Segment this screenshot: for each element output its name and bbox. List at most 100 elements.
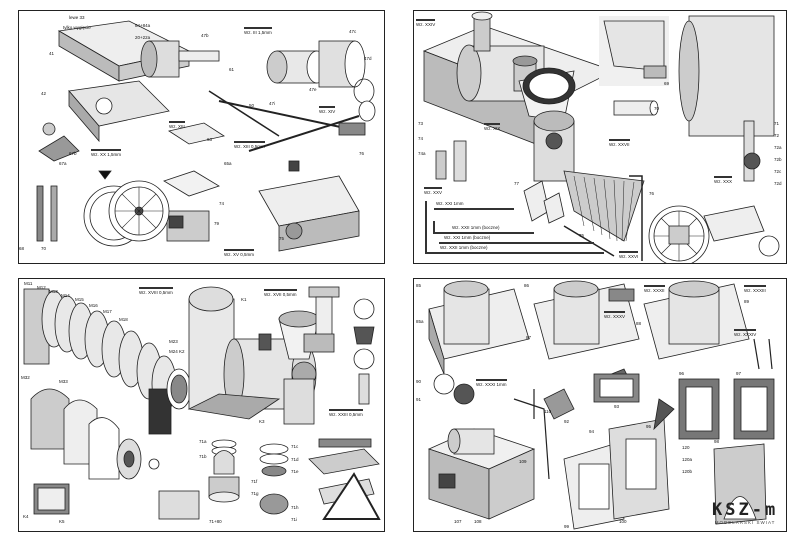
part-label: 99 xyxy=(564,524,570,529)
wire-label: Wz. XIII xyxy=(169,121,185,129)
part-label: 74 xyxy=(418,136,424,141)
part-label: 91 xyxy=(416,397,422,402)
part-label: 71a xyxy=(199,439,207,444)
note-label: lewe 33 xyxy=(69,15,85,20)
part-label: 72c xyxy=(774,169,782,174)
part-label: K2 xyxy=(179,349,185,354)
part-label: 67a xyxy=(59,161,67,166)
part-label: M11 xyxy=(24,281,33,286)
part-label: 93 xyxy=(614,404,620,409)
part-label: M32 xyxy=(21,375,30,380)
part-label: 71d xyxy=(291,457,299,462)
part-label: 120 xyxy=(682,445,690,450)
part-label: 72d xyxy=(774,181,782,186)
wire-label: Wz. XXV xyxy=(424,187,443,195)
wire-label: Wz. XX 1,5mm xyxy=(91,149,122,157)
wire-label: Wz. XXII 1mm (boczne) xyxy=(452,225,500,230)
part-label: 87 xyxy=(526,335,532,340)
part-label: 61 xyxy=(229,67,235,72)
part-label: 42 xyxy=(41,91,47,96)
frame-and-cylinders-drawing xyxy=(36,20,376,252)
part-label: 72a xyxy=(774,145,782,150)
logo-text: KSZ-m xyxy=(712,500,779,520)
part-label: 70 xyxy=(654,106,660,111)
panel-cab-and-tender: 85 85a 86 87 88 89 90 91 92 93 94 95 96 … xyxy=(413,278,787,532)
wire-label: Wz. XXXIV xyxy=(734,329,757,337)
panel-frame-and-cylinders: lewe 33 tylko wygięcie 84+84a 20+22a 41 … xyxy=(18,10,385,264)
part-label: 94 xyxy=(589,429,595,434)
part-label: 47d xyxy=(364,56,372,61)
part-label: 76 xyxy=(359,151,365,156)
part-label: 67b xyxy=(69,151,77,156)
part-label: 110 xyxy=(544,409,552,414)
part-label: M16 xyxy=(89,303,98,308)
boiler-rings-drawing xyxy=(23,286,381,520)
part-label: 71i xyxy=(291,517,298,522)
wire-label: Wz. XXII 1mm (boczne) xyxy=(440,245,488,250)
part-label: M13 xyxy=(49,289,58,294)
part-label: 75 xyxy=(279,236,285,241)
part-label: 84+84a xyxy=(135,23,151,28)
wire-label: Wz. XXXIII xyxy=(744,285,766,293)
part-label: K3 xyxy=(259,419,265,424)
wire-label: Wz. XXIV xyxy=(416,19,436,27)
part-label: 74 xyxy=(219,201,225,206)
part-label: 70 xyxy=(41,246,47,251)
part-label: 65a xyxy=(224,161,232,166)
part-label: 63 xyxy=(207,137,213,142)
logo-subtitle: MODELARSKI ŚWIAT xyxy=(714,520,776,525)
part-label: 47e xyxy=(309,87,317,92)
part-label: 47i xyxy=(269,101,276,106)
wire-label: Wz. XV 0,5mm xyxy=(224,249,255,257)
note-label: tylko wygięcie xyxy=(63,25,91,30)
part-label: M33 xyxy=(59,379,68,384)
part-label: M14 xyxy=(61,293,70,298)
wire-label: Wz. XXI 1mm xyxy=(436,201,464,206)
part-label: K5 xyxy=(59,519,65,524)
part-label: 108 xyxy=(474,519,482,524)
boiler-and-front-drawing xyxy=(422,11,780,263)
part-label: 89 xyxy=(744,299,750,304)
part-label: 86 xyxy=(524,283,530,288)
brand-logo: KSZ-m MODELARSKI ŚWIAT xyxy=(712,500,778,525)
part-label: 71f xyxy=(251,479,258,484)
part-label: M12 xyxy=(37,285,46,290)
part-label: 98 xyxy=(714,439,720,444)
part-label: 90 xyxy=(416,379,422,384)
part-label: 71c xyxy=(291,444,299,449)
part-label: 76 xyxy=(649,191,655,196)
wire-label: Wz. XVIII 0,5mm xyxy=(139,287,173,295)
part-label: 71h xyxy=(291,505,299,510)
part-label: 100 xyxy=(619,519,627,524)
part-label: 96 xyxy=(679,371,685,376)
part-label: 85a xyxy=(416,319,424,324)
part-label: M18 xyxy=(119,317,128,322)
wire-label: Wz. XXVI xyxy=(619,251,639,259)
wire-label: Wz. XXXII xyxy=(644,285,665,293)
part-label: 47b xyxy=(201,33,209,38)
wire-label: Wz. XXXI 1mm xyxy=(476,379,507,387)
part-label: K1 xyxy=(241,297,247,302)
part-label: 109 xyxy=(519,459,527,464)
part-label: 50 xyxy=(249,103,255,108)
wire-label: Wz. XXI 1mm (boczne) xyxy=(444,235,491,240)
part-label: M24 xyxy=(169,349,178,354)
panel-boiler-rings-and-smokestack: M11 M12 M13 M14 M15 M16 M17 M18 M23 M24 … xyxy=(18,278,385,532)
part-label: M17 xyxy=(103,309,112,314)
part-label: K4 xyxy=(23,514,29,519)
part-label: M23 xyxy=(169,339,178,344)
part-label: 71b xyxy=(199,454,207,459)
wire-label: Wz. XXIII 0,5mm xyxy=(329,409,363,417)
part-label: 77 xyxy=(514,181,520,186)
part-label: 47c xyxy=(349,29,357,34)
cab-and-tender-drawing xyxy=(427,280,775,530)
part-label: 72 xyxy=(774,133,780,138)
wire-label: Wz. III 1,5mm xyxy=(244,27,272,35)
part-label: 71+80 xyxy=(209,519,222,524)
part-label: 69 xyxy=(664,81,670,86)
part-label: 120a xyxy=(682,457,693,462)
part-label: 71g xyxy=(251,491,259,496)
part-label: 92 xyxy=(564,419,570,424)
wire-label: Wz. XIII 0,5mm xyxy=(234,141,265,149)
